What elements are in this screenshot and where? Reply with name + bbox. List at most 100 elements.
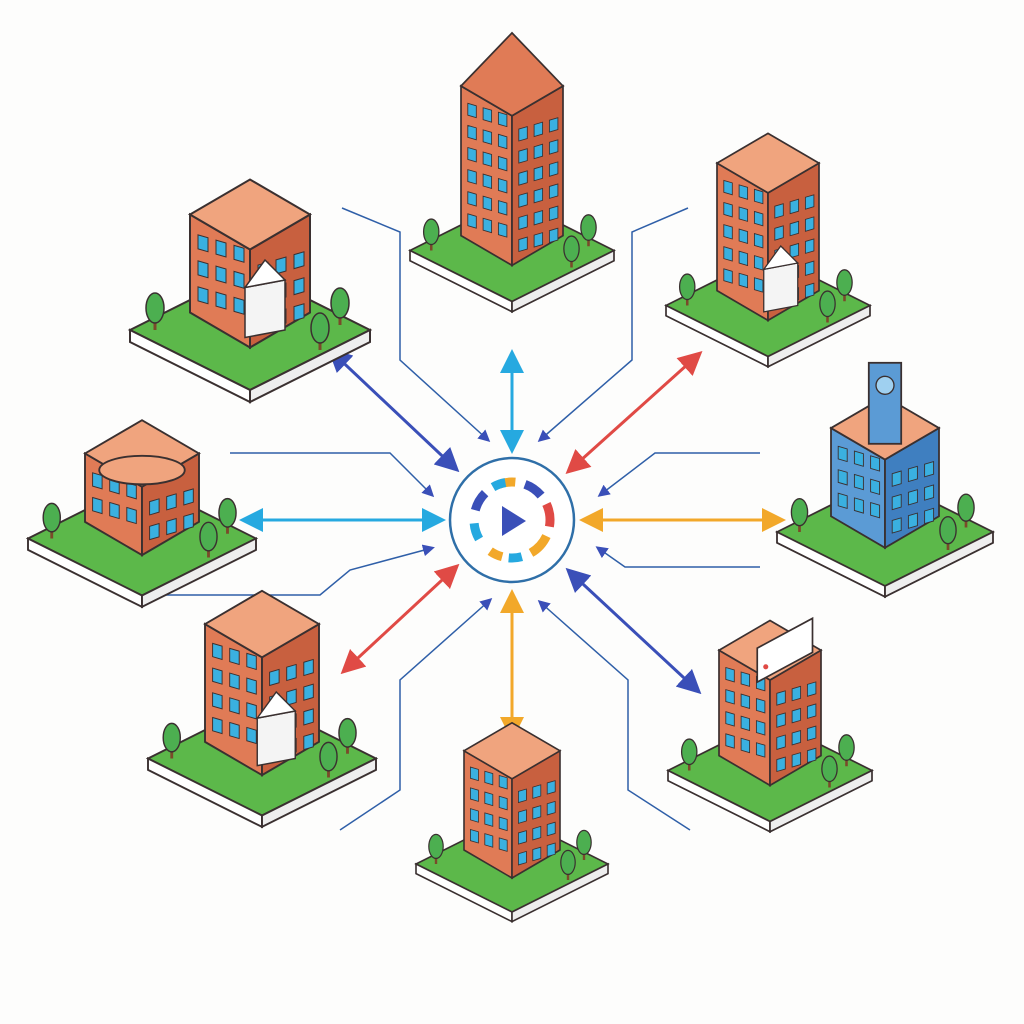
- building-with-sign-icon[interactable]: [666, 616, 874, 834]
- window: [303, 708, 314, 726]
- tree-icon: [957, 493, 975, 522]
- tree-icon: [678, 273, 696, 301]
- window: [497, 133, 508, 150]
- window: [518, 126, 528, 142]
- window: [233, 296, 245, 315]
- window: [518, 148, 528, 164]
- window: [755, 742, 766, 758]
- arrow-bottom-left: [340, 563, 460, 675]
- window: [924, 484, 935, 501]
- window: [548, 161, 559, 177]
- campus-building-with-portico-icon[interactable]: [127, 178, 373, 404]
- window: [467, 102, 477, 119]
- window: [806, 725, 817, 742]
- window: [533, 232, 544, 248]
- platform-edge: [261, 756, 377, 829]
- window: [740, 715, 751, 732]
- window: [546, 842, 556, 858]
- window: [804, 194, 815, 210]
- window: [853, 450, 864, 467]
- tree-icon: [939, 516, 957, 545]
- window: [212, 667, 223, 685]
- window: [753, 232, 764, 249]
- hub-arc-segment: [469, 522, 484, 542]
- window: [467, 213, 477, 229]
- tree-icon: [428, 833, 444, 860]
- window: [774, 203, 784, 219]
- window: [532, 846, 542, 862]
- window: [532, 805, 542, 820]
- thin-connector-line: [125, 544, 435, 596]
- tree-icon: [819, 290, 836, 318]
- window: [275, 256, 287, 275]
- tower-building-icon[interactable]: [408, 31, 616, 314]
- window: [482, 217, 493, 234]
- campus-building-with-entrance-icon[interactable]: [664, 132, 872, 369]
- window: [293, 277, 305, 296]
- window: [725, 711, 735, 727]
- school-building-icon[interactable]: [145, 589, 379, 829]
- window: [467, 124, 477, 141]
- clock-tower-building-icon[interactable]: [774, 361, 996, 599]
- window: [212, 716, 223, 735]
- window: [546, 800, 556, 816]
- platform-edge: [249, 328, 371, 404]
- portico: [763, 262, 799, 313]
- platform-edge: [884, 530, 994, 599]
- window: [907, 465, 918, 483]
- connection-arrows: [239, 347, 786, 741]
- portico-pediment: [255, 690, 297, 720]
- arrow-top-right: [565, 350, 703, 475]
- window: [791, 729, 802, 746]
- window: [804, 238, 815, 254]
- window: [183, 512, 194, 531]
- window: [804, 260, 815, 277]
- window: [197, 234, 209, 253]
- window: [229, 672, 240, 690]
- window: [498, 816, 508, 832]
- window: [467, 169, 477, 185]
- tree-icon: [199, 521, 218, 552]
- window: [233, 270, 245, 289]
- window: [755, 697, 766, 714]
- building-roof: [203, 589, 321, 659]
- play-refresh-hub-icon[interactable]: [448, 456, 576, 584]
- window: [532, 784, 542, 799]
- window: [482, 195, 493, 212]
- window: [789, 198, 800, 215]
- window: [740, 671, 751, 687]
- window: [215, 239, 227, 258]
- window: [806, 703, 817, 719]
- window: [183, 488, 194, 506]
- window: [853, 497, 864, 514]
- window: [497, 222, 508, 238]
- window: [723, 246, 733, 262]
- thin-connector-line: [597, 452, 760, 497]
- hub-arc-segment: [523, 480, 545, 499]
- rotunda-building-icon[interactable]: [25, 419, 259, 609]
- window: [126, 506, 137, 525]
- window: [518, 170, 528, 186]
- tree-icon: [162, 722, 182, 753]
- tree-icon: [836, 269, 853, 296]
- window: [753, 210, 764, 227]
- window: [776, 712, 786, 728]
- tree-icon: [310, 312, 330, 344]
- window: [498, 795, 508, 811]
- window: [725, 666, 735, 683]
- window: [806, 747, 817, 764]
- platform-edge: [767, 304, 871, 369]
- window: [482, 173, 493, 190]
- window: [303, 683, 314, 701]
- small-tower-building-icon[interactable]: [414, 721, 610, 923]
- tree-icon: [145, 292, 165, 324]
- window: [467, 146, 477, 163]
- window: [518, 809, 527, 824]
- building-roof: [462, 721, 562, 780]
- window: [776, 756, 786, 773]
- window: [469, 828, 479, 844]
- window: [518, 830, 527, 845]
- window: [166, 493, 177, 511]
- window: [725, 733, 735, 749]
- portico-pediment: [762, 245, 800, 271]
